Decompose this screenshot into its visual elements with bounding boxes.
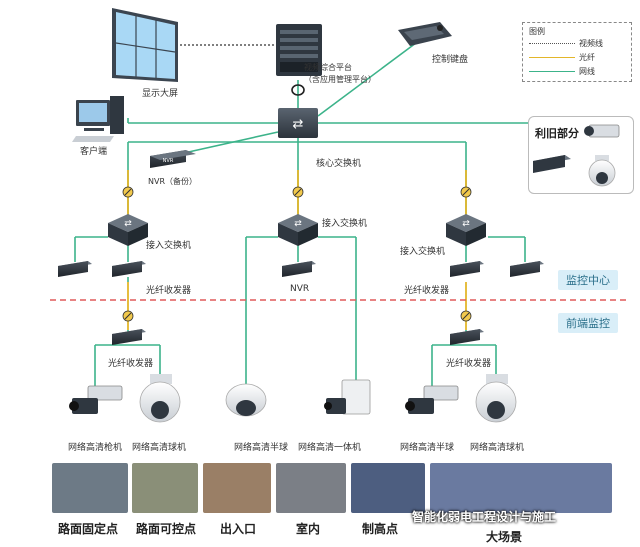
access-switch-icon-left: ⇄: [108, 214, 148, 246]
scene-photo-road-ptz: [132, 463, 198, 513]
legend: 图例 视频线 光纤 网线: [522, 22, 632, 82]
fiber-transceiver-icon: [450, 261, 484, 277]
nvr-icon: [282, 261, 316, 277]
retrofit-dome-icon: [588, 155, 616, 187]
fiber-connector-icon: [122, 186, 134, 198]
camera-label-hd-integrated: 网络高清一体机: [298, 443, 362, 453]
retrofit-nvr-icon: [533, 155, 571, 173]
fiber-transceiver-label-left: 光纤收发器: [146, 286, 192, 296]
integrated-camera-icon: [324, 379, 371, 415]
monitor-center-zone: 监控中心: [558, 270, 618, 290]
fiber-connector-icon: [460, 186, 472, 198]
legend-row-network: 网线: [529, 66, 625, 78]
fiber-transceiver-label-front-left: 光纤收发器: [108, 359, 154, 369]
scene-label-indoor: 室内: [296, 522, 321, 536]
fiber-transceiver-icon: [112, 329, 146, 345]
scene-label-high-point: 制高点: [362, 522, 399, 536]
legend-fiber-label: 光纤: [579, 53, 595, 62]
legend-title: 图例: [529, 27, 545, 36]
scene-photo-indoor: [276, 463, 346, 513]
access-switch-icon-right: ⇄: [446, 214, 486, 246]
svg-text:⇄: ⇄: [294, 219, 302, 229]
legend-row-video: 视频线: [529, 38, 625, 50]
core-switch-label: 核心交换机: [316, 159, 362, 169]
scene-photo-wide: [430, 463, 612, 513]
fiber-connector-icon: [122, 310, 134, 322]
scene-label-wide: 大场景: [486, 530, 523, 544]
legend-network-label: 网线: [579, 67, 595, 76]
access-switch-label-right: 接入交换机: [400, 247, 446, 257]
fiber-transceiver-label-front-right: 光纤收发器: [446, 359, 492, 369]
video-platform-label-2: （含应用管理平台）: [304, 75, 376, 84]
watermark-text: 智能化弱电工程设计与施工: [412, 510, 557, 524]
scene-label-entrance: 出入口: [220, 522, 257, 536]
scene-label-road-fixed: 路面固定点: [58, 522, 119, 536]
nvr-icon: [510, 261, 544, 277]
fiber-connector-icon: [460, 310, 472, 322]
client-label: 客户端: [80, 147, 108, 157]
control-keyboard-icon: [398, 22, 452, 46]
nvr-backup-icon: NVR: [150, 150, 196, 168]
scene-photo-entrance: [203, 463, 271, 513]
half-dome-camera-icon: [225, 383, 267, 417]
legend-video-label: 视频线: [579, 39, 603, 48]
camera-label-hd-dome: 网络高清球机: [132, 443, 187, 453]
camera-label-hd-gun: 网络高清枪机: [68, 443, 123, 453]
access-switch-label-left: 接入交换机: [146, 241, 192, 251]
nvr-label-middle: NVR: [290, 284, 310, 294]
nvr-backup-label: NVR（备份）: [148, 177, 198, 186]
legend-row-fiber: 光纤: [529, 52, 625, 64]
svg-text:NVR: NVR: [163, 158, 174, 164]
nvr-icon: [58, 261, 92, 277]
fiber-transceiver-icon: [112, 261, 146, 277]
link-ring-icon: [291, 84, 305, 96]
core-switch-icon: ⇄: [278, 108, 318, 138]
scene-label-road-ptz: 路面可控点: [136, 522, 197, 536]
svg-text:⇄: ⇄: [293, 117, 304, 132]
video-platform-icon: [276, 24, 322, 76]
access-switch-label-middle: 接入交换机: [322, 219, 368, 229]
scene-photo-high-point: [351, 463, 425, 513]
fiber-connector-icons: [122, 186, 472, 322]
retrofit-title: 利旧部分: [535, 127, 579, 140]
camera-label-hd-gun-right: 网络高清半球: [400, 443, 455, 453]
scene-photo-road-fixed: [52, 463, 128, 513]
retrofit-box: 利旧部分: [528, 116, 634, 194]
fiber-transceiver-label-right: 光纤收发器: [404, 286, 450, 296]
client-pc-icon: [72, 96, 124, 142]
fiber-transceiver-icon: [450, 329, 484, 345]
access-switch-icon-middle: ⇄: [278, 214, 318, 246]
svg-text:⇄: ⇄: [124, 219, 132, 229]
display-wall-label: 显示大屏: [142, 89, 179, 99]
svg-text:⇄: ⇄: [462, 219, 470, 229]
dome-camera-icon-right: [475, 374, 517, 423]
front-end-zone: 前端监控: [558, 313, 618, 333]
control-keyboard-label: 控制键盘: [432, 55, 469, 65]
network-lines: [74, 39, 528, 395]
camera-label-hd-dome-right: 网络高清球机: [470, 443, 525, 453]
display-wall-icon: [112, 8, 178, 82]
fiber-connector-icon: [292, 186, 304, 198]
video-platform-label-1: 视频综合平台: [304, 63, 352, 72]
retrofit-camera-icon: [584, 124, 620, 138]
camera-label-hd-half-dome: 网络高清半球: [234, 443, 289, 453]
gun-camera-icon-right: [405, 385, 459, 414]
dome-camera-icon: [139, 374, 181, 423]
gun-camera-icon: [69, 385, 123, 414]
